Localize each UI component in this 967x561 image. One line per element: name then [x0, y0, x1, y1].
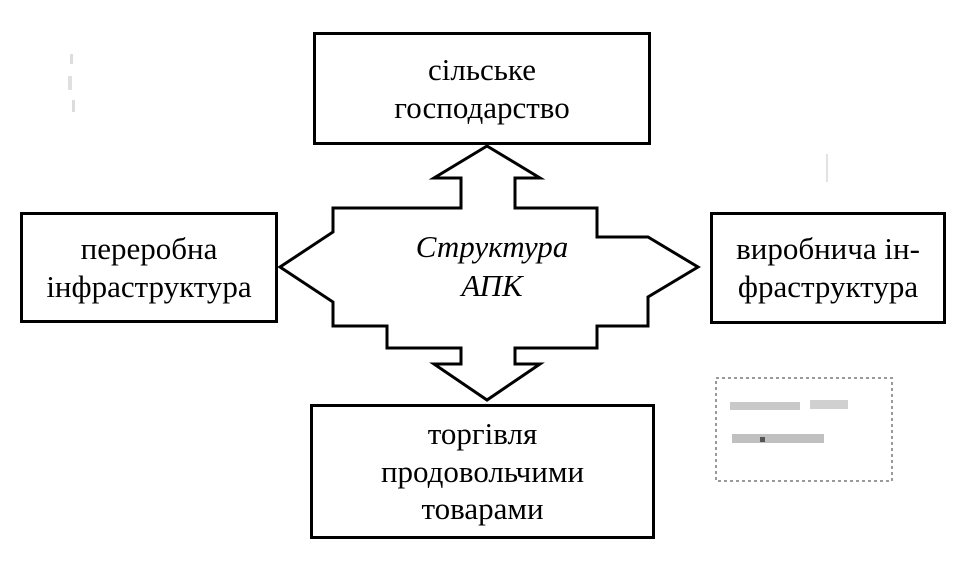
- scan-stamp-artifact: [715, 377, 893, 482]
- apk-structure-title-line-1: Структура: [415, 229, 569, 264]
- food-trade-box: торгівля продовольчими товарами: [310, 404, 655, 539]
- agriculture-line-2: господарство: [394, 89, 570, 125]
- apk-structure-title: Структура АПК: [392, 228, 592, 306]
- scan-speck-artifact: [68, 54, 75, 112]
- production-infrastructure-line-2: фраструктура: [737, 269, 919, 304]
- food-trade-line-2: продовольчими: [380, 453, 585, 489]
- agriculture-box: сільське господарство: [313, 32, 651, 145]
- production-infrastructure-box: виробнича ін- фраструктура: [710, 212, 946, 324]
- production-infrastructure-line-1: виробнича ін-: [736, 231, 920, 267]
- processing-infrastructure-line-2: інфраструктура: [46, 268, 252, 304]
- food-trade-line-3: товарами: [421, 491, 544, 527]
- processing-infrastructure-box: переробна інфраструктура: [20, 212, 278, 323]
- agriculture-line-1: сільське: [428, 51, 536, 87]
- food-trade-line-1: торгівля: [427, 415, 538, 451]
- scan-dot-artifact: [826, 154, 828, 182]
- four-way-arrow-shape: [277, 144, 701, 402]
- processing-infrastructure-line-1: переробна: [80, 230, 218, 266]
- apk-structure-title-line-2: АПК: [461, 267, 523, 303]
